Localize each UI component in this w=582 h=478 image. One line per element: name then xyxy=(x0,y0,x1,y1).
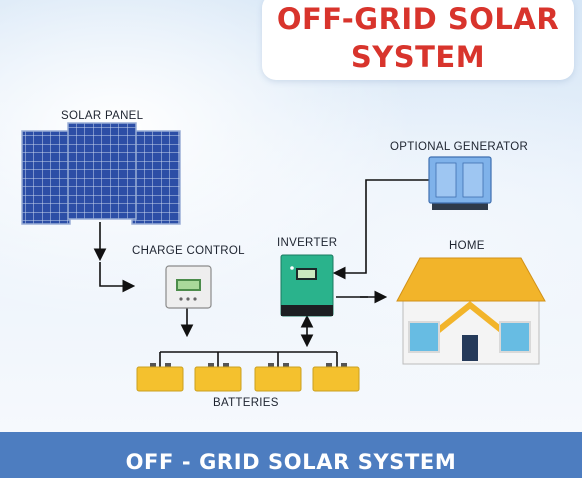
footer-title: OFF - GRID SOLAR SYSTEM xyxy=(125,450,457,474)
optional-generator-label: OPTIONAL GENERATOR xyxy=(390,141,529,153)
solar-panel-label: SOLAR PANEL xyxy=(61,110,144,122)
home-label: HOME xyxy=(449,240,485,252)
batteries-icon xyxy=(136,363,360,392)
batteries-label: BATTERIES xyxy=(213,397,279,409)
connection-lines xyxy=(93,179,430,367)
arrow-to-charge-control xyxy=(99,262,136,293)
title-line-2: SYSTEM xyxy=(350,40,486,74)
inverter-icon xyxy=(280,254,334,317)
title-line-1: OFF-GRID SOLAR xyxy=(276,2,560,36)
arrow-generator-to-inverter xyxy=(332,179,430,280)
diagram-canvas xyxy=(21,122,546,392)
battery-drop-lines xyxy=(159,352,338,367)
generator-icon xyxy=(428,156,492,210)
home-icon xyxy=(396,257,546,365)
footer-banner: OFF - GRID SOLAR SYSTEM xyxy=(0,432,582,478)
inverter-label: INVERTER xyxy=(277,237,338,249)
charge-control-label: CHARGE CONTROL xyxy=(132,245,245,257)
solar-panel-icon xyxy=(21,122,181,225)
charge-controller-icon xyxy=(165,265,212,309)
title-card: OFF-GRID SOLAR SYSTEM xyxy=(262,0,574,80)
